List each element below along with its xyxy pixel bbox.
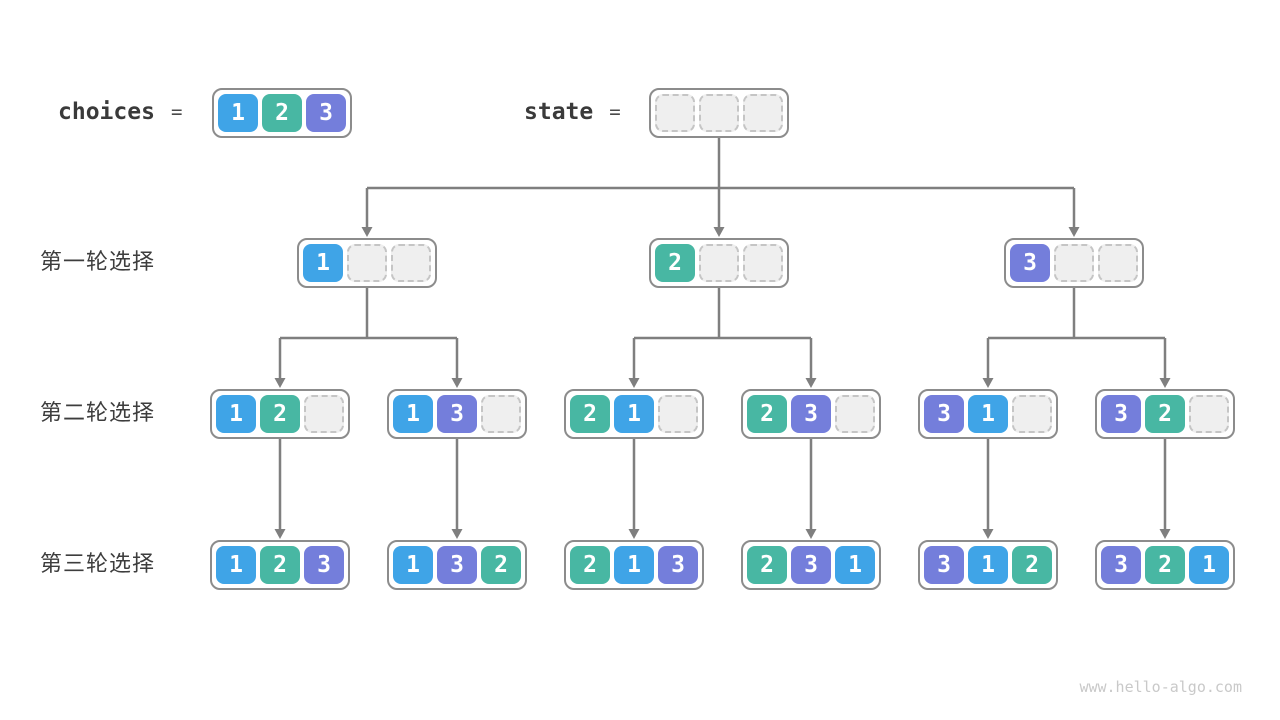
state-equals-sign: =: [609, 101, 621, 123]
empty-cell: [304, 395, 344, 433]
value-cell-1: 1: [614, 546, 654, 584]
empty-cell: [1012, 395, 1052, 433]
value-cell-1: 1: [968, 546, 1008, 584]
value-cell-1: 1: [835, 546, 875, 584]
value-cell-3: 3: [924, 546, 964, 584]
arrowhead-icon: [805, 529, 817, 539]
value-cell-2: 2: [260, 546, 300, 584]
value-cell-3: 3: [791, 546, 831, 584]
arrowhead-icon: [713, 227, 725, 237]
value-cell-2: 2: [260, 395, 300, 433]
arrowhead-icon: [361, 227, 373, 237]
arrowhead-icon: [628, 378, 640, 388]
value-cell-1: 1: [968, 395, 1008, 433]
choices-label: choices: [58, 99, 155, 125]
arrowhead-icon: [1159, 529, 1171, 539]
empty-cell: [835, 395, 875, 433]
arrowhead-icon: [628, 529, 640, 539]
value-cell-3: 3: [306, 94, 346, 132]
value-cell-2: 2: [262, 94, 302, 132]
empty-cell: [391, 244, 431, 282]
value-cell-2: 2: [747, 395, 787, 433]
empty-cell: [1189, 395, 1229, 433]
empty-cell: [699, 244, 739, 282]
value-cell-3: 3: [304, 546, 344, 584]
empty-cell: [481, 395, 521, 433]
value-cell-2: 2: [747, 546, 787, 584]
value-cell-1: 1: [303, 244, 343, 282]
choices-equals-sign: =: [170, 101, 183, 123]
empty-cell: [1054, 244, 1094, 282]
value-cell-2: 2: [570, 546, 610, 584]
empty-cell: [658, 395, 698, 433]
arrowhead-icon: [805, 378, 817, 388]
arrowhead-icon: [982, 529, 994, 539]
value-cell-3: 3: [437, 395, 477, 433]
value-cell-1: 1: [216, 395, 256, 433]
value-cell-3: 3: [791, 395, 831, 433]
array-box-round1-1: 1: [297, 238, 437, 288]
empty-cell: [699, 94, 739, 132]
choices-label-group: choices =: [58, 88, 182, 136]
value-cell-2: 2: [1145, 546, 1185, 584]
array-box-round1-2: 2: [649, 238, 789, 288]
value-cell-3: 3: [437, 546, 477, 584]
value-cell-2: 2: [1145, 395, 1185, 433]
empty-cell: [743, 244, 783, 282]
value-cell-3: 3: [1101, 546, 1141, 584]
state-label-group: state =: [524, 88, 621, 136]
value-cell-1: 1: [393, 395, 433, 433]
value-cell-2: 2: [1012, 546, 1052, 584]
state-label: state: [524, 99, 594, 125]
value-cell-3: 3: [924, 395, 964, 433]
row-label-round-1: 第一轮选择: [40, 249, 156, 274]
row-label-round-2: 第二轮选择: [40, 400, 156, 425]
arrowhead-icon: [451, 378, 463, 388]
value-cell-3: 3: [1010, 244, 1050, 282]
empty-cell: [655, 94, 695, 132]
value-cell-2: 2: [655, 244, 695, 282]
empty-cell: [743, 94, 783, 132]
arrowhead-icon: [1068, 227, 1080, 237]
arrowhead-icon: [982, 378, 994, 388]
arrowhead-icon: [274, 529, 286, 539]
row-label-round-3: 第三轮选择: [40, 551, 156, 576]
website-url: www.hello-algo.com: [1079, 678, 1242, 696]
empty-cell: [347, 244, 387, 282]
value-cell-1: 1: [216, 546, 256, 584]
array-box-round1-3: 3: [1004, 238, 1144, 288]
value-cell-1: 1: [614, 395, 654, 433]
arrowhead-icon: [451, 529, 463, 539]
empty-cell: [1098, 244, 1138, 282]
arrowhead-icon: [1159, 378, 1171, 388]
value-cell-1: 1: [393, 546, 433, 584]
value-cell-3: 3: [658, 546, 698, 584]
state-array-box: [649, 88, 789, 138]
value-cell-1: 1: [218, 94, 258, 132]
value-cell-2: 2: [481, 546, 521, 584]
value-cell-1: 1: [1189, 546, 1229, 584]
value-cell-3: 3: [1101, 395, 1141, 433]
value-cell-2: 2: [570, 395, 610, 433]
arrowhead-icon: [274, 378, 286, 388]
